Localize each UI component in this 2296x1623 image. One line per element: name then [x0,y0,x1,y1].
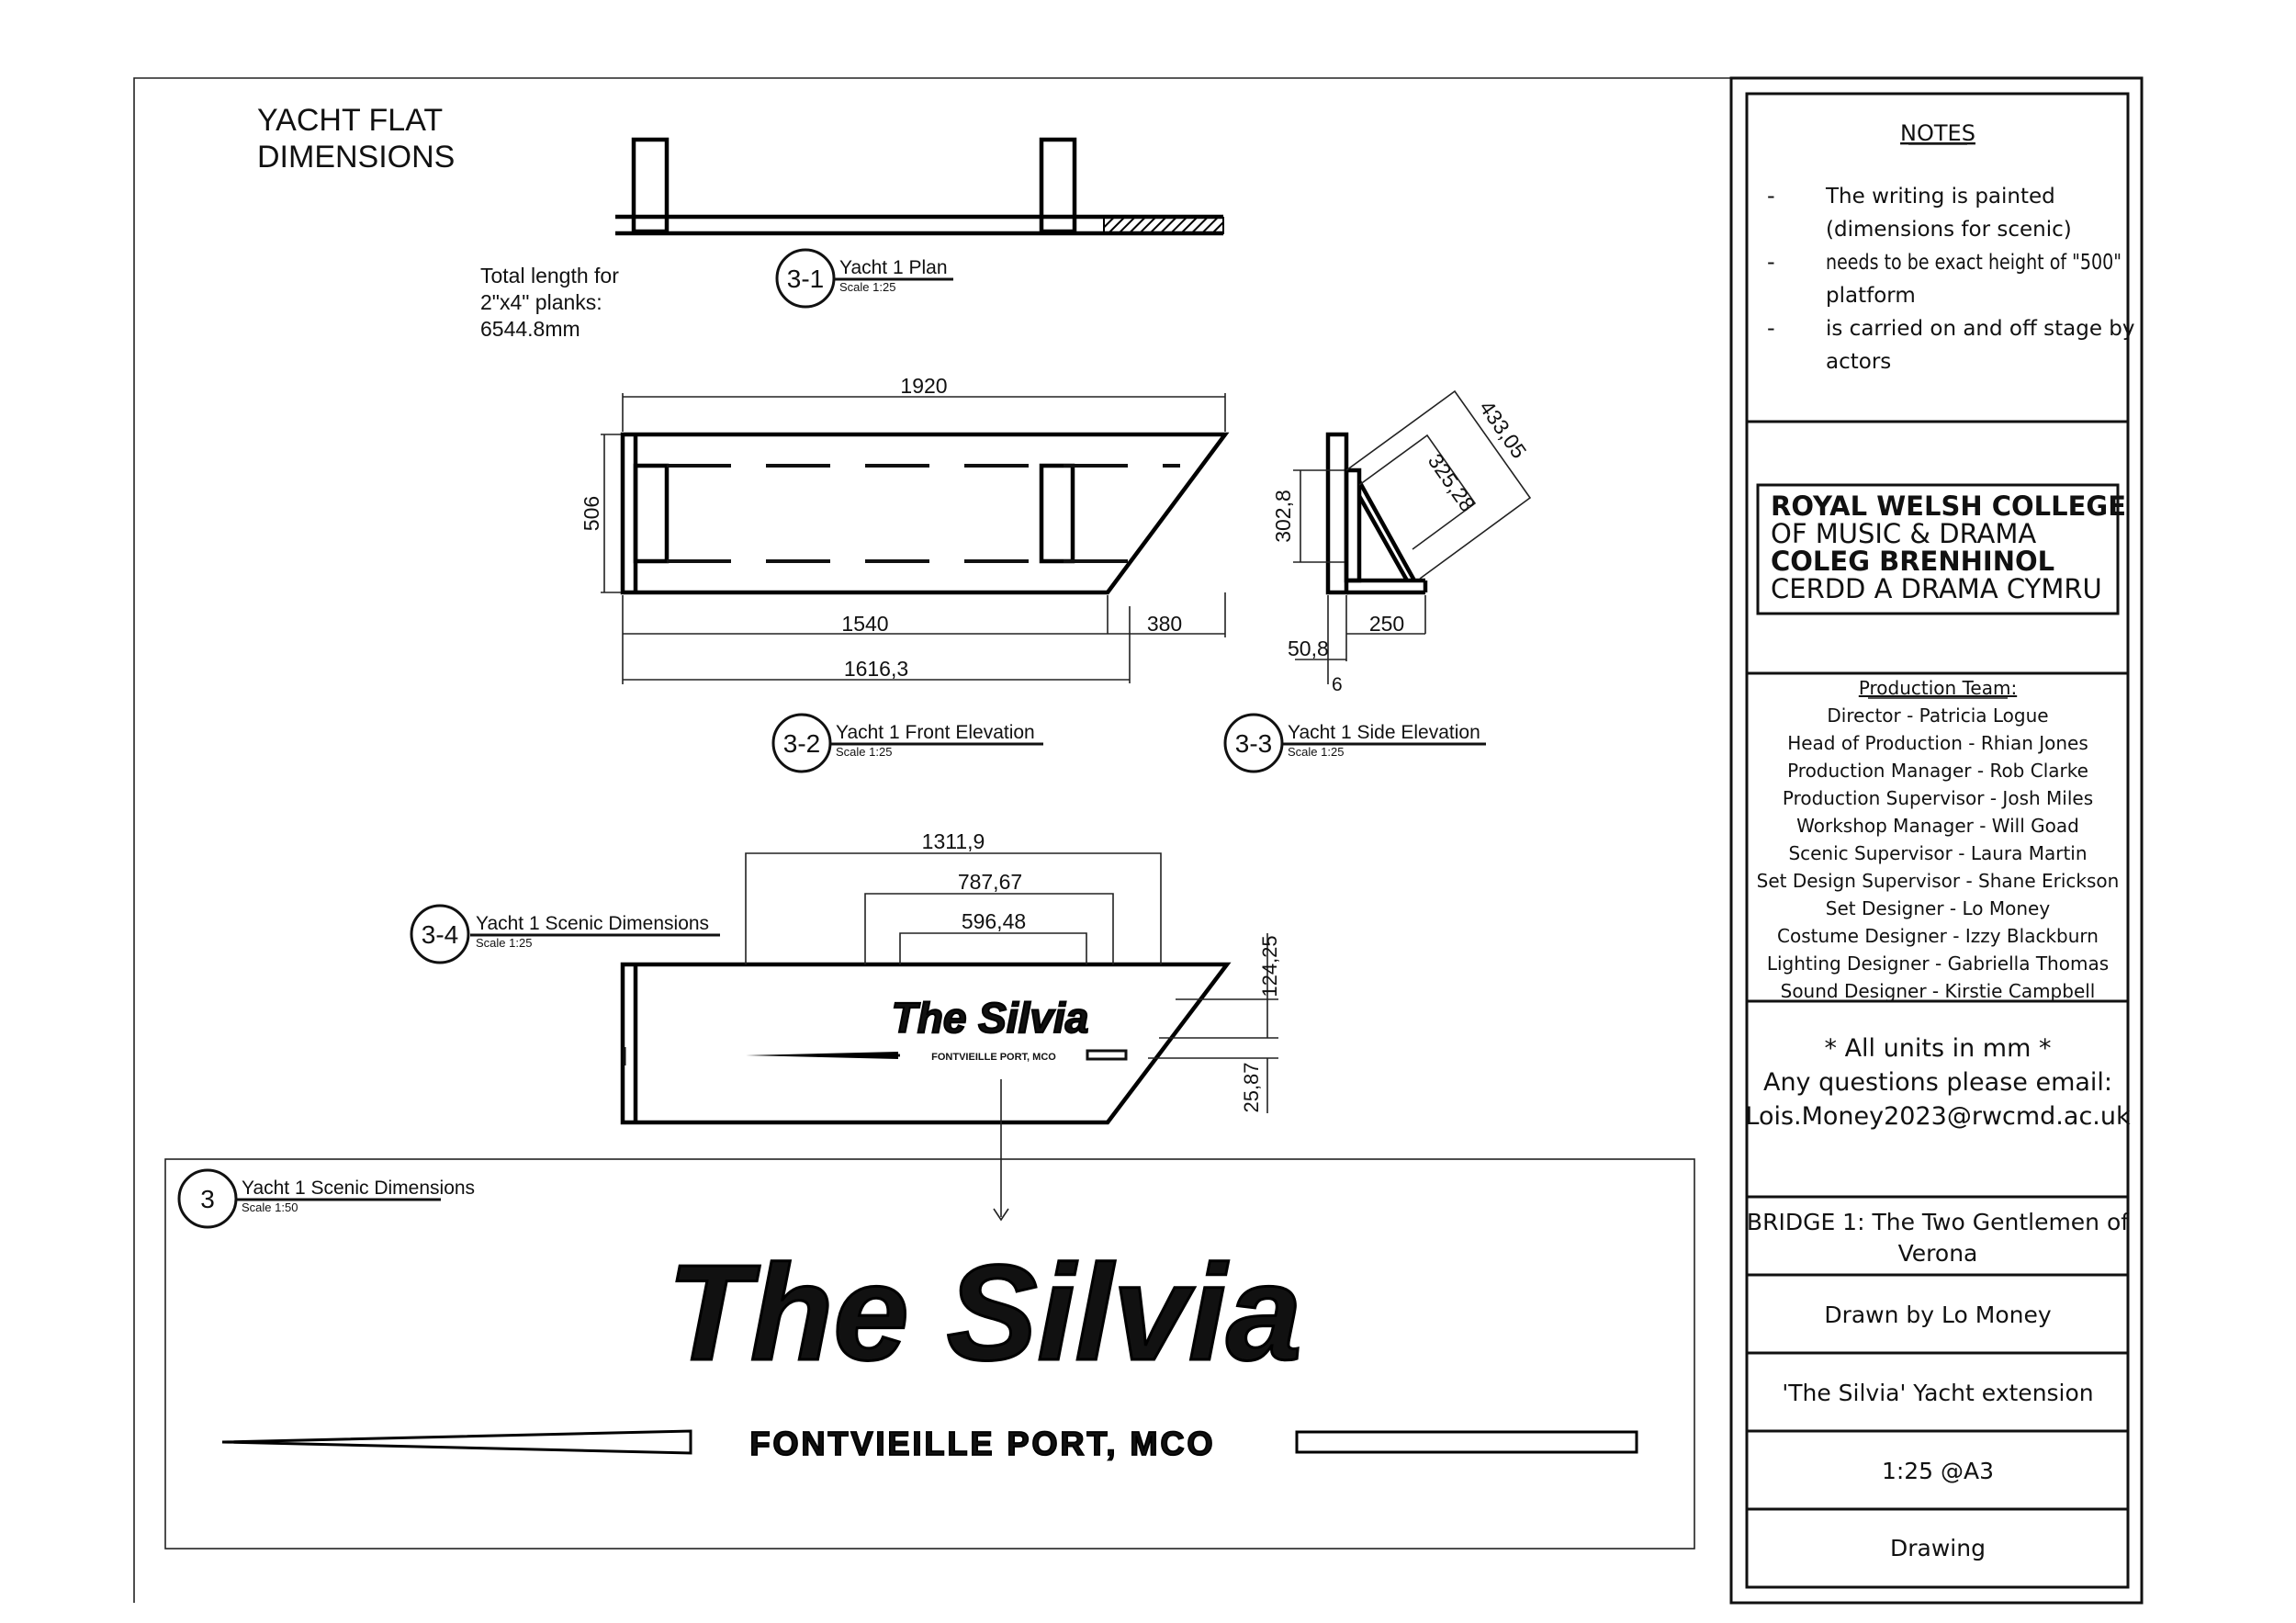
contact-prompt: Any questions please email: [1763,1068,2112,1097]
team-member: Production Supervisor - Josh Miles [1783,787,2093,809]
team-member: Head of Production - Rhian Jones [1787,732,2088,754]
team-member: Costume Designer - Izzy Blackburn [1777,925,2099,947]
dim-scenic-w1: 1311,9 [922,829,985,853]
view-scale-plan: Scale 1:25 [839,280,895,294]
scenic-name-small: The Silvia [892,994,1089,1042]
drawing-title-line-1: YACHT FLAT [257,103,443,138]
scenic-subline-small: FONTVIEILLE PORT, MCO [931,1052,1056,1063]
view-scenic-125: The Silvia FONTVIEILLE PORT, MCO [620,852,1278,1222]
drawing-title-line-2: DIMENSIONS [257,140,455,175]
team-member: Production Manager - Rob Clarke [1787,760,2088,782]
college-logo-line-1: ROYAL WELSH COLLEGE [1771,490,2126,522]
view-label-scenic-150: 3 Yacht 1 Scenic Dimensions Scale 1:50 [177,1168,475,1229]
college-logo: ROYAL WELSH COLLEGE OF MUSIC & DRAMA COL… [1756,483,2126,615]
view-label-scenic-125: 3-4 Yacht 1 Scenic Dimensions Scale 1:25 [410,904,720,964]
scenic-detail-frame [164,1158,1695,1550]
dim-side-base: 250 [1369,612,1404,636]
drawing-frame [133,77,1731,1603]
team-member: Lighting Designer - Gabriella Thomas [1767,952,2109,975]
scenic-name-large: The Silvia [668,1237,1302,1389]
note-1-bullet: - [1767,183,1775,209]
scenic-rule-right [1295,1430,1638,1454]
view-ref-scenic-125: 3-4 [422,920,458,949]
view-name-side-elevation: Yacht 1 Side Elevation [1288,722,1480,743]
college-logo-line-2: OF MUSIC & DRAMA [1771,518,2036,549]
total-length-note-line-3: 6544.8mm [480,317,580,341]
dim-scenic-w3: 596,48 [962,909,1026,933]
college-logo-line-4: CERDD A DRAMA CYMRU [1771,573,2102,604]
view-ref-front-elevation: 3-2 [783,729,820,758]
view-scale-scenic-125: Scale 1:25 [476,936,532,950]
note-2-line-1: needs to be exact height of "500" [1826,251,2122,275]
dim-side-thickness: 50,8 [1288,637,1329,660]
note-2-line-2: platform [1826,284,1916,308]
note-3-bullet: - [1767,315,1775,341]
dim-scenic-h2: 25,87 [1240,1062,1263,1112]
drawing-scale: 1:25 @A3 [1882,1458,1994,1484]
title-block [1729,76,2144,1605]
total-length-note-line-1: Total length for [480,264,619,287]
notes-heading: NOTES [1900,120,1975,146]
view-ref-side-elevation: 3-3 [1235,729,1272,758]
drawing-name: 'The Silvia' Yacht extension [1782,1380,2093,1406]
contact-email[interactable]: Lois.Money2023@rwcmd.ac.uk [1745,1102,2131,1131]
scenic-rule-left [221,1429,692,1455]
dim-front-height: 506 [580,496,603,531]
view-scale-scenic-150: Scale 1:50 [242,1200,298,1214]
dim-front-bottom: 1540 [841,612,888,636]
scenic-subline-large: FONTVIEILLE PORT, MCO [749,1425,1215,1462]
dim-front-total: 1616,3 [844,657,908,681]
drawn-by: Drawn by Lo Money [1824,1302,2052,1328]
note-2-bullet: - [1767,249,1775,275]
team-heading: Production Team: [1859,677,2017,699]
view-side-elevation [1293,389,1532,684]
dim-front-width: 1920 [900,374,947,398]
total-length-note-line-2: 2"x4" planks: [480,290,602,314]
team-member: Set Designer - Lo Money [1826,897,2051,919]
view-scale-front-elevation: Scale 1:25 [836,745,892,759]
view-scale-side-elevation: Scale 1:25 [1288,745,1344,759]
note-1-line-2: (dimensions for scenic) [1826,218,2072,242]
college-logo-line-3: COLEG BRENHINOL [1771,546,2054,577]
note-1-line-1: The writing is painted [1825,185,2055,209]
dim-front-slope: 380 [1147,612,1182,636]
dim-side-small: 6 [1332,674,1343,695]
note-3-line-1: is carried on and off stage by [1826,317,2135,341]
note-3-line-2: actors [1826,350,1891,374]
dim-scenic-h1: 124,25 [1258,935,1281,997]
view-label-plan: 3-1 Yacht 1 Plan Scale 1:25 [775,248,953,309]
units-note: * All units in mm * [1825,1034,2052,1063]
view-label-front-elevation: 3-2 Yacht 1 Front Elevation Scale 1:25 [771,713,1043,773]
view-front-elevation [601,393,1230,684]
team-member: Director - Patricia Logue [1827,704,2048,727]
view-label-side-elevation: 3-3 Yacht 1 Side Elevation Scale 1:25 [1223,713,1486,773]
view-name-scenic-125: Yacht 1 Scenic Dimensions [476,913,709,934]
dim-scenic-w2: 787,67 [958,870,1022,894]
view-ref-scenic-150: 3 [200,1185,215,1213]
production-title-line-1: BRIDGE 1: The Two Gentlemen of [1747,1209,2130,1235]
drawing-type: Drawing [1890,1535,1986,1561]
dim-side-diag-inner: 325,28 [1424,449,1480,516]
view-plan [615,137,1224,236]
dim-side-diag-outer: 433,05 [1475,396,1532,463]
view-ref-plan: 3-1 [787,265,824,293]
team-member: Sound Designer - Kirstie Campbell [1781,980,2096,1002]
dim-side-height: 302,8 [1271,490,1295,543]
team-member: Set Design Supervisor - Shane Erickson [1757,870,2120,892]
view-name-plan: Yacht 1 Plan [839,257,948,278]
team-member: Scenic Supervisor - Laura Martin [1788,842,2087,864]
view-name-front-elevation: Yacht 1 Front Elevation [836,722,1035,743]
production-title-line-2: Verona [1898,1240,1978,1267]
view-name-scenic-150: Yacht 1 Scenic Dimensions [242,1178,475,1199]
team-member: Workshop Manager - Will Goad [1796,815,2079,837]
